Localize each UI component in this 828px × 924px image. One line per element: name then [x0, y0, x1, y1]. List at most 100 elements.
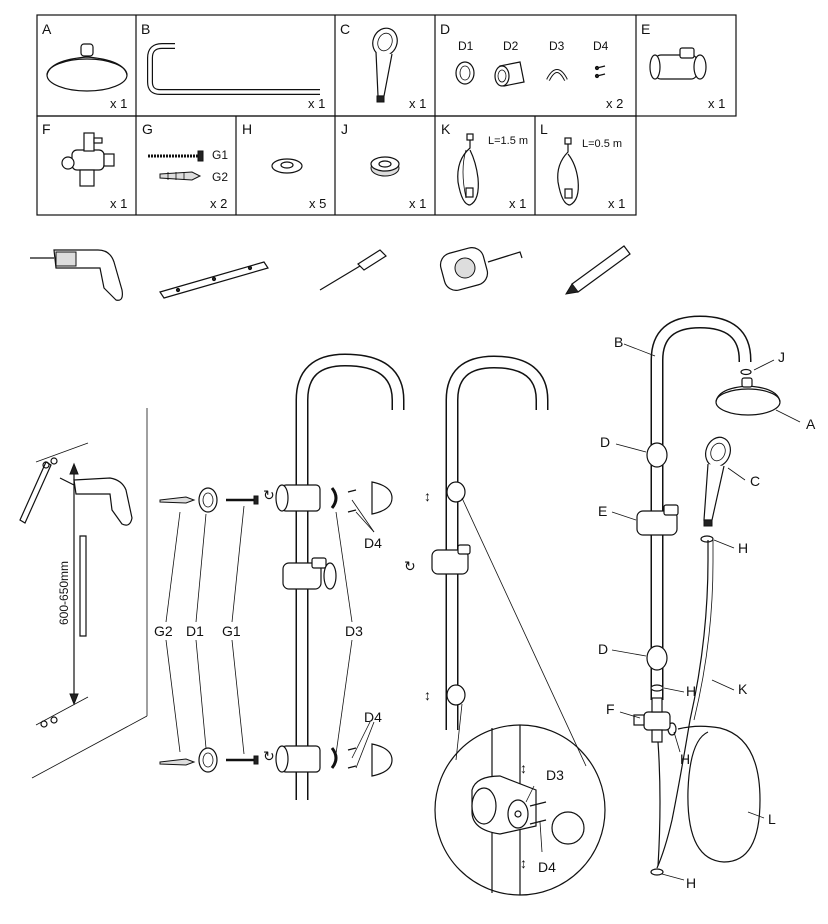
shower-head-icon	[715, 377, 781, 416]
part-qty-e: x 1	[708, 96, 725, 111]
washer-icon	[271, 158, 303, 174]
part-qty-f: x 1	[110, 196, 127, 211]
part-cell-l: L x 1 L=0.5 m	[540, 121, 625, 211]
assembly-callout-b: B	[614, 334, 623, 350]
spirit-level-icon	[79, 535, 87, 637]
part-cell-c: C x 1	[340, 21, 426, 111]
table-row-2-border	[36, 115, 637, 216]
bracket-icon	[646, 442, 668, 468]
part-cell-a: A x 1	[42, 21, 128, 111]
svg-text:↻: ↻	[263, 748, 275, 764]
end-cap-icon	[371, 743, 393, 777]
gasket-icon	[740, 368, 752, 376]
shower-head-icon	[46, 43, 128, 92]
subpart-label-d4: D4	[593, 39, 609, 53]
callout-d1: D1	[186, 623, 204, 639]
down-arrow-icon: ↕	[520, 855, 527, 871]
assembly-callout-a: A	[806, 416, 816, 432]
part-label-b: B	[141, 21, 150, 37]
bracket-icon	[646, 645, 668, 671]
part-cell-e: E x 1	[641, 21, 725, 111]
part-label-c: C	[340, 21, 350, 37]
up-arrow-icon: ↕	[520, 760, 527, 776]
bracket-icon	[446, 481, 466, 503]
part-label-d: D	[440, 21, 450, 37]
spirit-level-icon	[159, 261, 269, 299]
screw-icon	[148, 150, 204, 162]
diverter-valve-icon	[633, 697, 671, 743]
part-label-f: F	[42, 121, 51, 137]
part-cell-d: D x 2 D1 D2 D3 D4	[440, 21, 623, 111]
wall-disc-icon	[198, 487, 218, 513]
part-label-e: E	[641, 21, 650, 37]
slider-holder-icon	[649, 47, 707, 80]
hose-length-k: L=1.5 m	[488, 135, 528, 147]
callout-d4-top: D4	[364, 535, 382, 551]
detail-magnifier: ↕ ↕	[434, 724, 606, 896]
assembly-callout-e: E	[598, 503, 607, 519]
assembly-callout-f: F	[606, 701, 615, 717]
bracket-icon	[494, 61, 525, 87]
part-qty-g: x 2	[210, 196, 227, 211]
slider-holder-icon	[636, 504, 679, 536]
assembly-callout-h1: H	[738, 540, 748, 556]
subpart-label-d3: D3	[549, 39, 565, 53]
part-label-a: A	[42, 21, 52, 37]
callout-g1: G1	[222, 623, 241, 639]
adjustment-view: ↕ ↻ ↕ ↕ ↕ D3 D4	[404, 355, 606, 896]
rotate-arrow-icon: ↻	[404, 558, 416, 574]
slider-holder-icon	[282, 557, 337, 590]
part-qty-a: x 1	[110, 96, 127, 111]
tools-row	[30, 245, 631, 301]
part-qty-k: x 1	[509, 196, 526, 211]
gasket-icon	[370, 156, 400, 177]
part-qty-d: x 2	[606, 96, 623, 111]
drill-icon	[30, 249, 123, 301]
part-label-g: G	[142, 121, 153, 137]
subpart-label-g1: G1	[212, 148, 228, 162]
parts-table: A x 1 B x 1 C x 1	[36, 14, 737, 216]
svg-text:↻: ↻	[263, 487, 275, 503]
up-down-arrow-icon: ↕	[424, 687, 431, 703]
drill-bit-icon	[19, 461, 52, 524]
part-cell-k: K x 1 L=1.5 m	[441, 121, 528, 211]
end-cap-icon	[371, 481, 393, 515]
wall-plug-icon	[159, 758, 196, 766]
assembly-callout-d-bottom: D	[598, 641, 608, 657]
final-assembly: B J A D C E H D K F H H L H	[598, 315, 816, 891]
screw-icon	[226, 495, 259, 505]
detail-callout-d3: D3	[546, 767, 564, 783]
wall-plug-icon	[159, 496, 196, 504]
screw-icon	[226, 755, 259, 765]
part-qty-j: x 1	[409, 196, 426, 211]
long-hose	[656, 540, 709, 869]
wall-plug-icon	[159, 171, 202, 181]
part-qty-c: x 1	[409, 96, 426, 111]
subpart-label-d2: D2	[503, 39, 519, 53]
drilling-diagram: 600-650mm	[19, 408, 148, 779]
long-hose-icon	[457, 137, 479, 206]
assembly-callout-k: K	[738, 681, 748, 697]
part-cell-b: B x 1	[141, 21, 325, 111]
part-label-k: K	[441, 121, 451, 137]
hose-length-l: L=0.5 m	[582, 138, 622, 150]
bracket-icon	[275, 745, 321, 773]
exploded-view: ↻ ↻	[154, 353, 405, 800]
screwdriver-icon	[319, 249, 387, 291]
up-down-arrow-icon: ↕	[424, 488, 431, 504]
short-hose-icon	[557, 141, 579, 206]
part-cell-g: G x 2 G1 G2	[142, 121, 228, 211]
assembly-callout-c: C	[750, 473, 760, 489]
tape-measure-icon	[439, 247, 523, 291]
short-hose	[677, 725, 761, 863]
callout-d4-bottom: D4	[364, 709, 382, 725]
assembly-callout-h3: H	[680, 751, 690, 767]
hand-shower-icon	[703, 436, 731, 527]
subpart-label-g2: G2	[212, 170, 228, 184]
part-cell-h: H x 5	[242, 121, 326, 211]
part-label-h: H	[242, 121, 252, 137]
subpart-label-d1: D1	[458, 39, 474, 53]
pencil-icon	[565, 245, 631, 295]
part-qty-h: x 5	[309, 196, 326, 211]
slider-holder-icon	[431, 544, 471, 575]
